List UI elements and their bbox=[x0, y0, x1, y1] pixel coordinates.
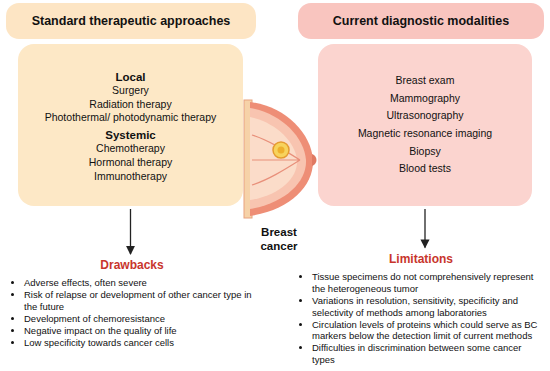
bullet-item: Adverse effects, often severe bbox=[24, 277, 256, 289]
drawbacks-list: DrawbacksAdverse effects, often severeRi… bbox=[8, 258, 256, 349]
bullet-item: Variations in resolution, sensitivity, s… bbox=[312, 295, 546, 319]
box-content: Breast examMammographyUltrasonographyMag… bbox=[328, 70, 522, 180]
tumor bbox=[273, 142, 289, 158]
list-item: Surgery bbox=[28, 84, 233, 98]
list-item: Biopsy bbox=[328, 145, 522, 159]
nipple bbox=[312, 154, 317, 166]
list-item: Radiation therapy bbox=[28, 98, 233, 112]
header-title: Current diagnostic modalities bbox=[333, 14, 509, 28]
breast-tissue bbox=[250, 108, 306, 209]
bullet-item: Negative impact on the quality of life bbox=[24, 325, 256, 337]
section-heading: Limitations bbox=[296, 252, 546, 266]
group-heading: Systemic bbox=[28, 128, 233, 142]
illustration-label: Breast cancer bbox=[246, 226, 312, 254]
bullet-list: Tissue specimens do not comprehensively … bbox=[296, 271, 546, 366]
group-heading: Local bbox=[28, 70, 233, 84]
fat-layer bbox=[250, 117, 297, 200]
bullet-item: Circulation levels of proteins which cou… bbox=[312, 319, 546, 343]
bullet-list: Adverse effects, often severeRisk of rel… bbox=[8, 277, 256, 348]
limitations-list: LimitationsTissue specimens do not compr… bbox=[296, 252, 546, 366]
bullet-item: Risk of relapse or development of other … bbox=[24, 289, 256, 313]
bullet-item: Development of chemoresistance bbox=[24, 313, 256, 325]
list-item: Immunotherapy bbox=[28, 170, 233, 184]
list-item: Ultrasonography bbox=[328, 109, 522, 123]
breast-drawing bbox=[244, 100, 317, 218]
list-item: Chemotherapy bbox=[28, 142, 233, 156]
list-item: Hormonal therapy bbox=[28, 156, 233, 170]
list-item: Mammography bbox=[328, 92, 522, 106]
bullet-item: Difficulties in discrimination between s… bbox=[312, 342, 546, 366]
header-title: Standard therapeutic approaches bbox=[32, 14, 231, 28]
list-item: Breast exam bbox=[328, 74, 522, 88]
bullet-item: Low specificity towards cancer cells bbox=[24, 337, 256, 349]
tumor-core bbox=[278, 147, 285, 154]
diagnostic-box: Breast examMammographyUltrasonographyMag… bbox=[318, 44, 532, 206]
header-pill: Standard therapeutic approaches bbox=[6, 3, 256, 39]
breast-skin bbox=[250, 102, 313, 216]
flow-arrow bbox=[424, 209, 425, 248]
section-heading: Drawbacks bbox=[8, 258, 256, 272]
header-pill: Current diagnostic modalities bbox=[298, 3, 544, 39]
list-item: Photothermal/ photodynamic therapy bbox=[28, 111, 233, 125]
box-content: LocalSurgeryRadiation therapyPhototherma… bbox=[28, 67, 233, 184]
therapy-box: LocalSurgeryRadiation therapyPhototherma… bbox=[18, 44, 243, 206]
list-item: Blood tests bbox=[328, 162, 522, 176]
flow-arrow bbox=[130, 209, 131, 254]
list-item: Magnetic resonance imaging bbox=[328, 127, 522, 141]
bullet-item: Tissue specimens do not comprehensively … bbox=[312, 271, 546, 295]
lobule-ducts bbox=[252, 135, 300, 185]
